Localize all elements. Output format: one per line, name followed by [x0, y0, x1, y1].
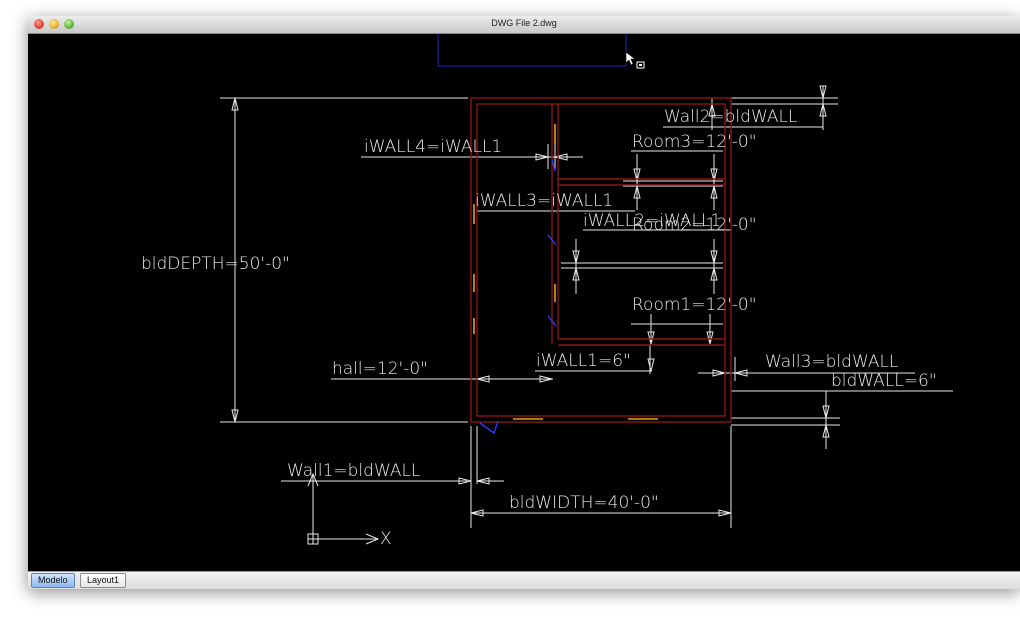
cad-drawing[interactable]: Wall2=bldWALL Room3=12'-0" iWALL4=iWALL1… [28, 34, 1020, 571]
label-bld-width: bldWIDTH=40'-0" [509, 493, 659, 513]
label-room2: Room2=12'-0" [632, 215, 757, 235]
close-button[interactable] [34, 19, 44, 29]
tab-layout1[interactable]: Layout1 [80, 573, 127, 588]
window-title: DWG File 2.dwg [491, 18, 557, 28]
label-room3: Room3=12'-0" [632, 132, 757, 152]
door-swings [479, 158, 557, 435]
building-walls [470, 97, 732, 423]
label-bld-depth: bldDEPTH=50'-0" [141, 254, 290, 274]
label-iwall2: iWALL2=iWALL1 [583, 211, 721, 231]
title-bar[interactable]: DWG File 2.dwg [28, 16, 1020, 34]
drawing-canvas[interactable]: Wall2=bldWALL Room3=12'-0" iWALL4=iWALL1… [28, 34, 1020, 571]
cad-window: DWG File 2.dwg [28, 16, 1020, 589]
layout-tab-bar: Modelo Layout1 [28, 571, 1020, 589]
minimize-button[interactable] [49, 19, 59, 29]
label-room1: Room1=12'-0" [632, 295, 757, 315]
label-wall1: Wall1=bldWALL [287, 461, 420, 481]
mouse-cursor-icon [625, 51, 645, 69]
label-hall: hall=12'-0" [332, 359, 428, 379]
selection-window [437, 34, 627, 67]
label-wall3: Wall3=bldWALL [765, 352, 898, 372]
zoom-button[interactable] [64, 19, 74, 29]
ucs-icon [307, 472, 380, 545]
window-openings [473, 124, 658, 420]
tab-modelo[interactable]: Modelo [31, 573, 75, 588]
dimension-arrows [231, 85, 830, 517]
label-ucs-x: X [380, 529, 392, 549]
label-iwall4: iWALL4=iWALL1 [364, 137, 502, 157]
label-iwall1: iWALL1=6" [536, 351, 631, 371]
label-bld-wall: bldWALL=6" [831, 371, 937, 391]
label-wall2: Wall2=bldWALL [664, 107, 797, 127]
label-iwall3: iWALL3=iWALL1 [475, 191, 613, 211]
